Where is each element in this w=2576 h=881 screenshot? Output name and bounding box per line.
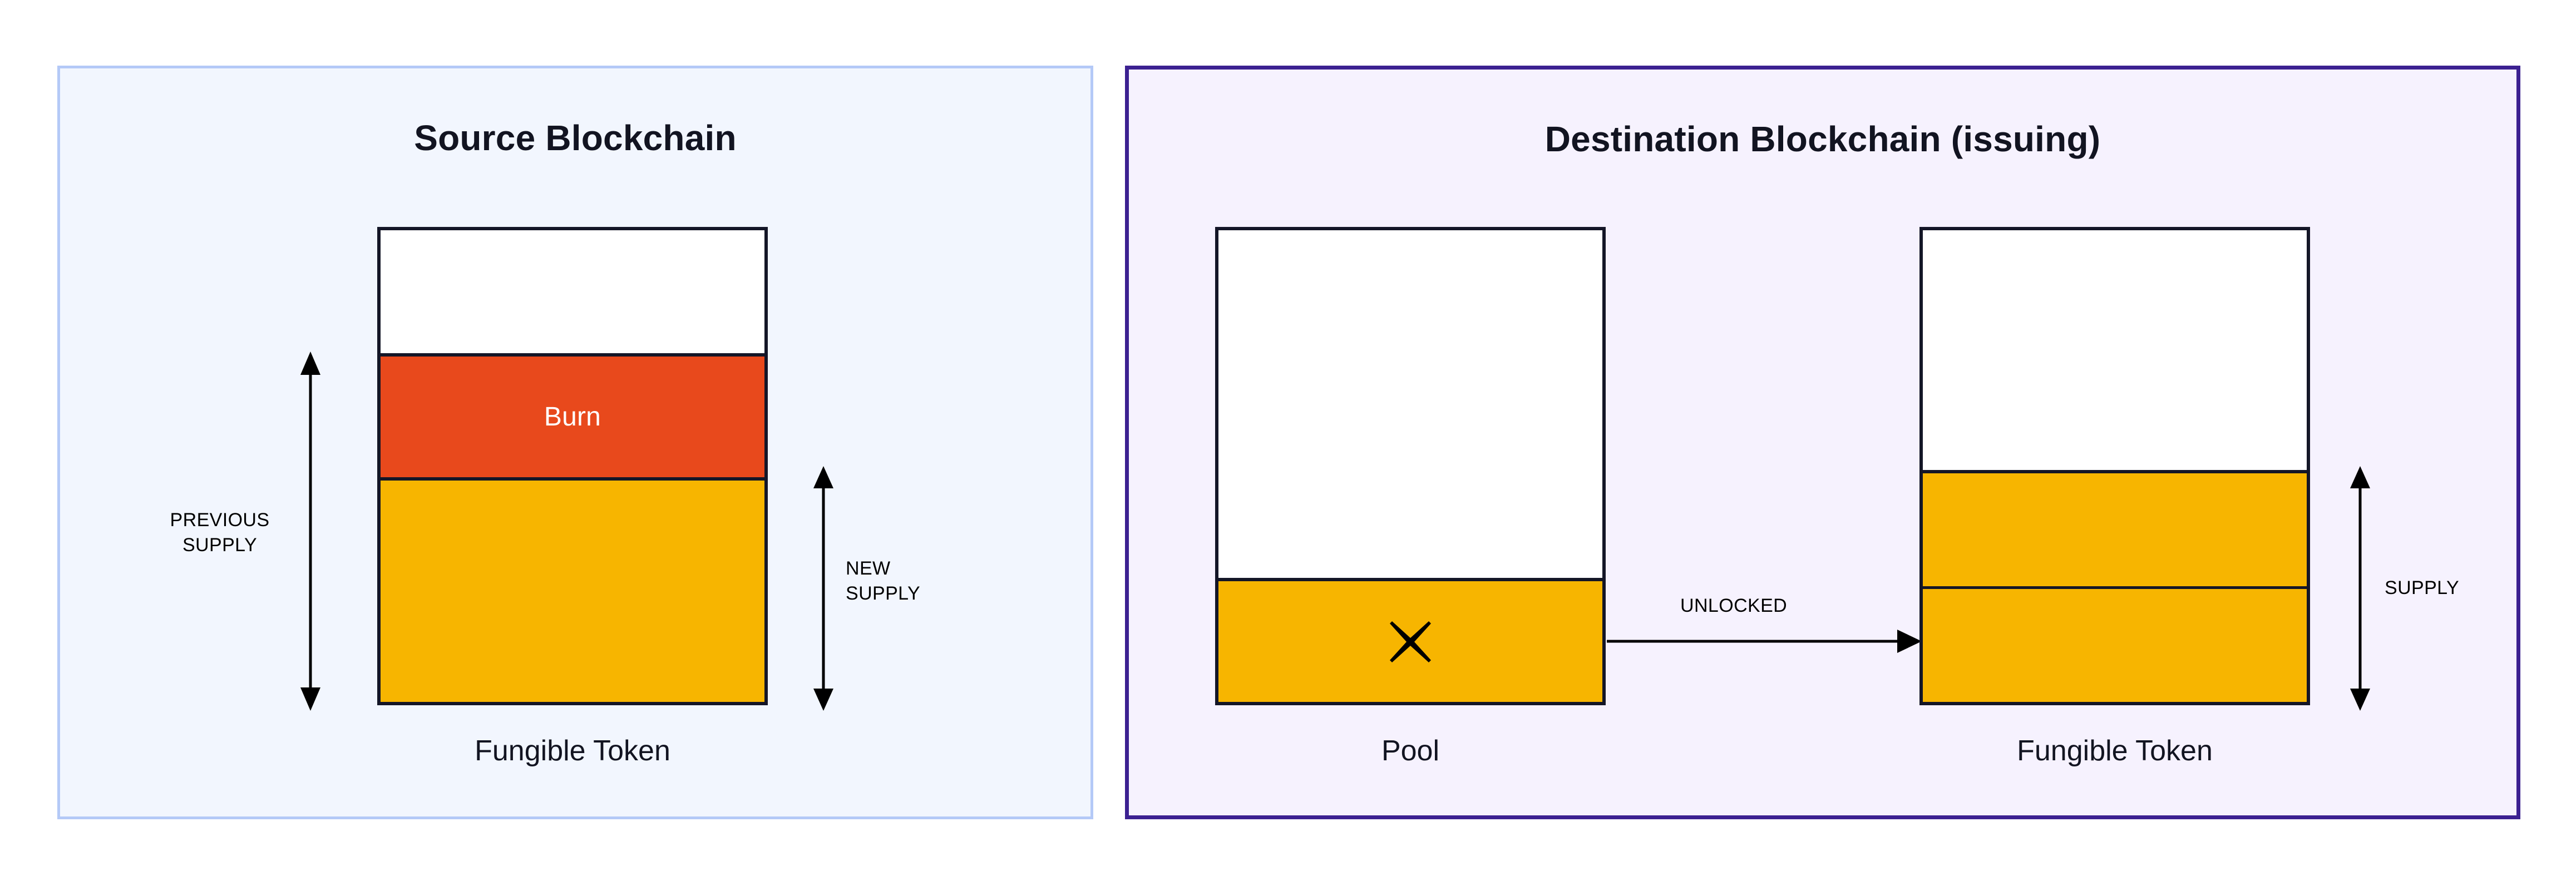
pool-balance-segment (1218, 578, 1602, 702)
source-token-empty-segment (381, 230, 764, 353)
source-token-caption: Fungible Token (475, 735, 670, 767)
source-token-burn-segment: Burn (381, 353, 764, 477)
pool-empty-segment (1218, 230, 1602, 578)
source-fungible-token-box: Burn (377, 227, 768, 705)
pool-caption: Pool (1381, 735, 1440, 767)
destination-token-existing-supply-segment (1923, 469, 2307, 586)
new-supply-label: NEW SUPPLY (846, 558, 921, 604)
destination-token-caption: Fungible Token (2017, 735, 2213, 767)
destination-fungible-token-box (1919, 227, 2310, 705)
destination-panel-title: Destination Blockchain (issuing) (1544, 119, 2101, 159)
unlocked-flow-arrow (1607, 628, 1923, 654)
destination-token-unlocked-supply-segment (1923, 586, 2307, 702)
previous-supply-label: PREVIOUS SUPPLY (170, 509, 270, 556)
new-supply-measure (808, 465, 839, 712)
pool-box (1215, 227, 1606, 705)
unlocked-label: UNLOCKED (1680, 595, 1788, 616)
previous-supply-measure (295, 350, 326, 712)
x-mark-icon (1386, 618, 1434, 666)
destination-token-empty-segment (1923, 230, 2307, 470)
source-token-remaining-supply-segment (381, 477, 764, 702)
source-panel-title: Source Blockchain (414, 118, 737, 158)
supply-label: SUPPLY (2385, 577, 2460, 598)
supply-measure (2345, 465, 2376, 712)
burn-label: Burn (544, 402, 601, 432)
